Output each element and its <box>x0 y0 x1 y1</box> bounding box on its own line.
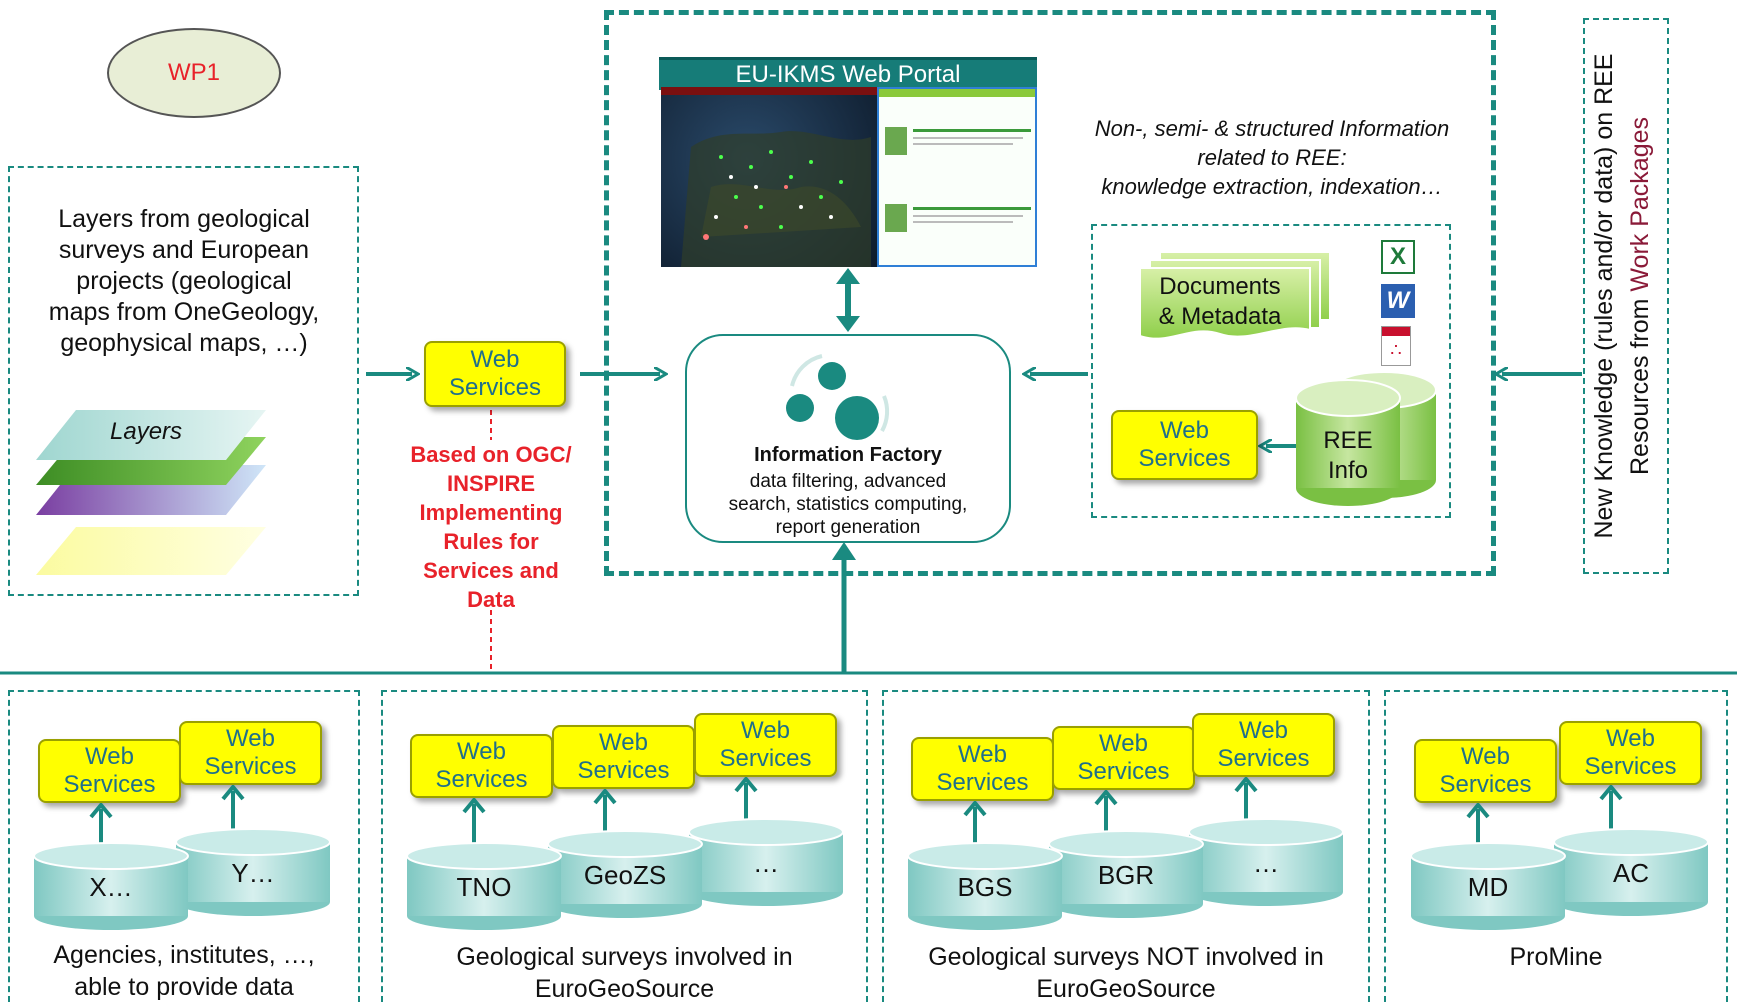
ree-data-box <box>1091 224 1451 518</box>
database-cylinder: MD <box>1410 842 1566 932</box>
database-label: BGS <box>957 872 1013 902</box>
word-icon: W <box>1381 284 1415 318</box>
ree-info-label: REE Info <box>1323 427 1373 484</box>
database-label: X… <box>89 872 133 902</box>
factory-line-2: search, statistics computing, <box>728 494 968 515</box>
portal-title: EU-IKMS Web Portal <box>735 61 961 88</box>
source-group-2 <box>381 690 868 1002</box>
factory-line-3: report generation <box>775 517 921 538</box>
database-label: … <box>753 848 779 878</box>
web-portal-screenshot[interactable]: EU-IKMS Web Portal <box>657 57 1042 267</box>
ree-information-description: Non-, semi- & structured Information rel… <box>1094 116 1450 199</box>
database-label: MD <box>1467 872 1509 902</box>
factory-line-1: data filtering, advanced <box>749 471 947 492</box>
new-knowledge-box <box>1583 18 1669 574</box>
group-caption: Agencies, institutes, …,able to provide … <box>53 941 315 1001</box>
information-factory[interactable]: Information Factory data filtering, adva… <box>685 334 1011 543</box>
eu-ikms-system-box <box>604 10 1496 576</box>
layers-source-box <box>8 166 359 596</box>
pdf-icon: ∴ <box>1381 326 1411 366</box>
source-group-3 <box>882 690 1370 1002</box>
excel-icon: X <box>1381 240 1415 274</box>
source-group-1 <box>8 690 360 1002</box>
database-cylinder: TNO <box>406 842 562 932</box>
wp1-ellipse: WP1 <box>107 28 281 118</box>
database-cylinder: BGR <box>1048 830 1204 920</box>
layers-stack-illustration <box>36 410 266 575</box>
new-knowledge-text: New Knowledge (rules and/or data) on REE… <box>1590 53 1654 539</box>
database-label: … <box>1253 848 1279 878</box>
ogc-inspire-note: Based on OGC/ INSPIRE Implementing Rules… <box>410 442 572 612</box>
database-label: GeoZS <box>583 860 667 890</box>
database-cylinder: GeoZS <box>547 830 703 920</box>
wp1-label: WP1 <box>167 59 220 86</box>
ree-info-database <box>1295 371 1437 506</box>
database-cylinder: BGS <box>907 842 1063 932</box>
database-cylinder: X… <box>33 842 189 932</box>
database-cylinder: … <box>688 818 844 908</box>
database-label: BGR <box>1097 860 1155 890</box>
gears-icon <box>786 354 890 440</box>
database-cylinder: AC <box>1553 828 1709 918</box>
factory-title: Information Factory <box>754 444 942 466</box>
database-cylinder: … <box>1188 818 1344 908</box>
database-label: Y… <box>231 858 275 888</box>
portal-map <box>661 87 877 267</box>
database-cylinder: Y… <box>175 828 331 918</box>
database-label: TNO <box>456 872 512 902</box>
portal-title-bar: EU-IKMS Web Portal <box>659 57 1037 90</box>
documents-label: Documents & Metadata <box>1158 273 1282 330</box>
database-label: AC <box>1612 858 1650 888</box>
layers-description: Layers from geological surveys and Europ… <box>48 205 320 357</box>
documents-stack <box>1139 251 1331 340</box>
portal-result-list <box>877 87 1037 267</box>
source-group-4 <box>1384 690 1728 1002</box>
group-caption: ProMine <box>1509 943 1603 971</box>
layers-label: Layers <box>110 418 183 445</box>
